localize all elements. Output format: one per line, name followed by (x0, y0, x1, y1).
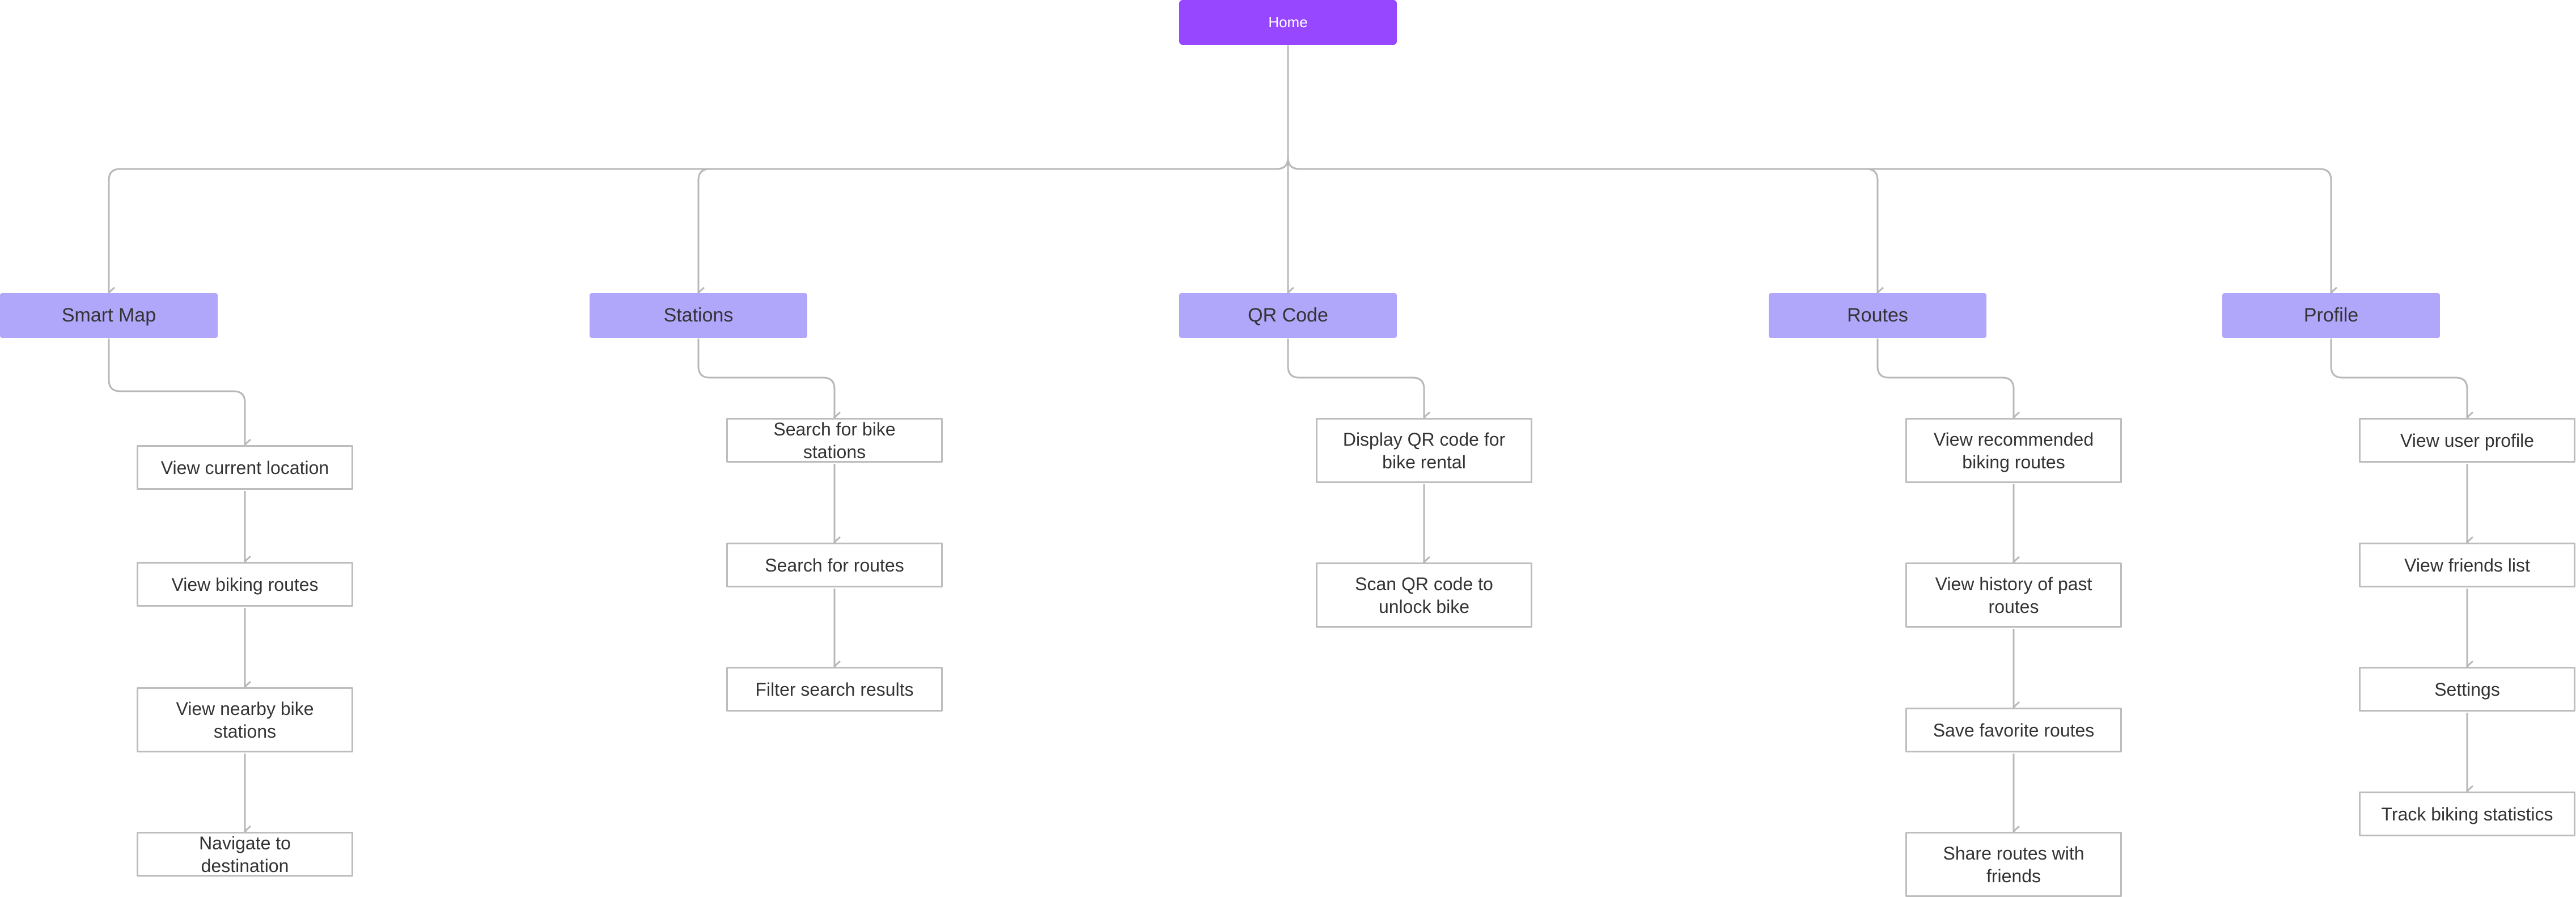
node-view-friends-list[interactable]: View friends list (2359, 543, 2575, 587)
node-track-biking-statistics[interactable]: Track biking statistics (2359, 792, 2575, 836)
connector-category-to-first-item-1 (697, 339, 834, 417)
node-display-qr-code[interactable]: Display QR code for bike rental (1316, 418, 1532, 483)
node-search-bike-stations[interactable]: Search for bike stations (726, 418, 943, 463)
node-routes[interactable]: Routes (1769, 293, 1986, 338)
connector-category-to-first-item-3 (1876, 339, 2014, 417)
node-scan-qr-code[interactable]: Scan QR code to unlock bike (1316, 562, 1532, 628)
node-view-current-location[interactable]: View current location (137, 445, 353, 490)
node-home[interactable]: Home (1179, 0, 1397, 45)
node-save-favorite-routes[interactable]: Save favorite routes (1905, 708, 2122, 752)
connector-home-to-category-1 (698, 45, 1289, 293)
node-view-history-routes[interactable]: View history of past routes (1905, 562, 2122, 628)
node-share-routes[interactable]: Share routes with friends (1905, 832, 2122, 897)
node-settings[interactable]: Settings (2359, 667, 2575, 712)
node-search-routes[interactable]: Search for routes (726, 543, 943, 587)
node-navigate-to-destination[interactable]: Navigate to destination (137, 832, 353, 877)
connector-category-to-first-item-2 (1287, 339, 1424, 417)
connector-home-to-category-4 (1287, 45, 2331, 293)
node-qr-code[interactable]: QR Code (1179, 293, 1397, 338)
node-view-biking-routes[interactable]: View biking routes (137, 562, 353, 607)
connector-category-to-first-item-4 (2330, 339, 2467, 417)
node-view-recommended-routes[interactable]: View recommended biking routes (1905, 418, 2122, 483)
node-view-user-profile[interactable]: View user profile (2359, 418, 2575, 463)
node-smart-map[interactable]: Smart Map (0, 293, 218, 338)
connector-category-to-first-item-0 (108, 339, 245, 445)
node-filter-search-results[interactable]: Filter search results (726, 667, 943, 712)
node-view-nearby-bike-stations[interactable]: View nearby bike stations (137, 687, 353, 752)
node-profile[interactable]: Profile (2222, 293, 2440, 338)
node-stations[interactable]: Stations (590, 293, 807, 338)
